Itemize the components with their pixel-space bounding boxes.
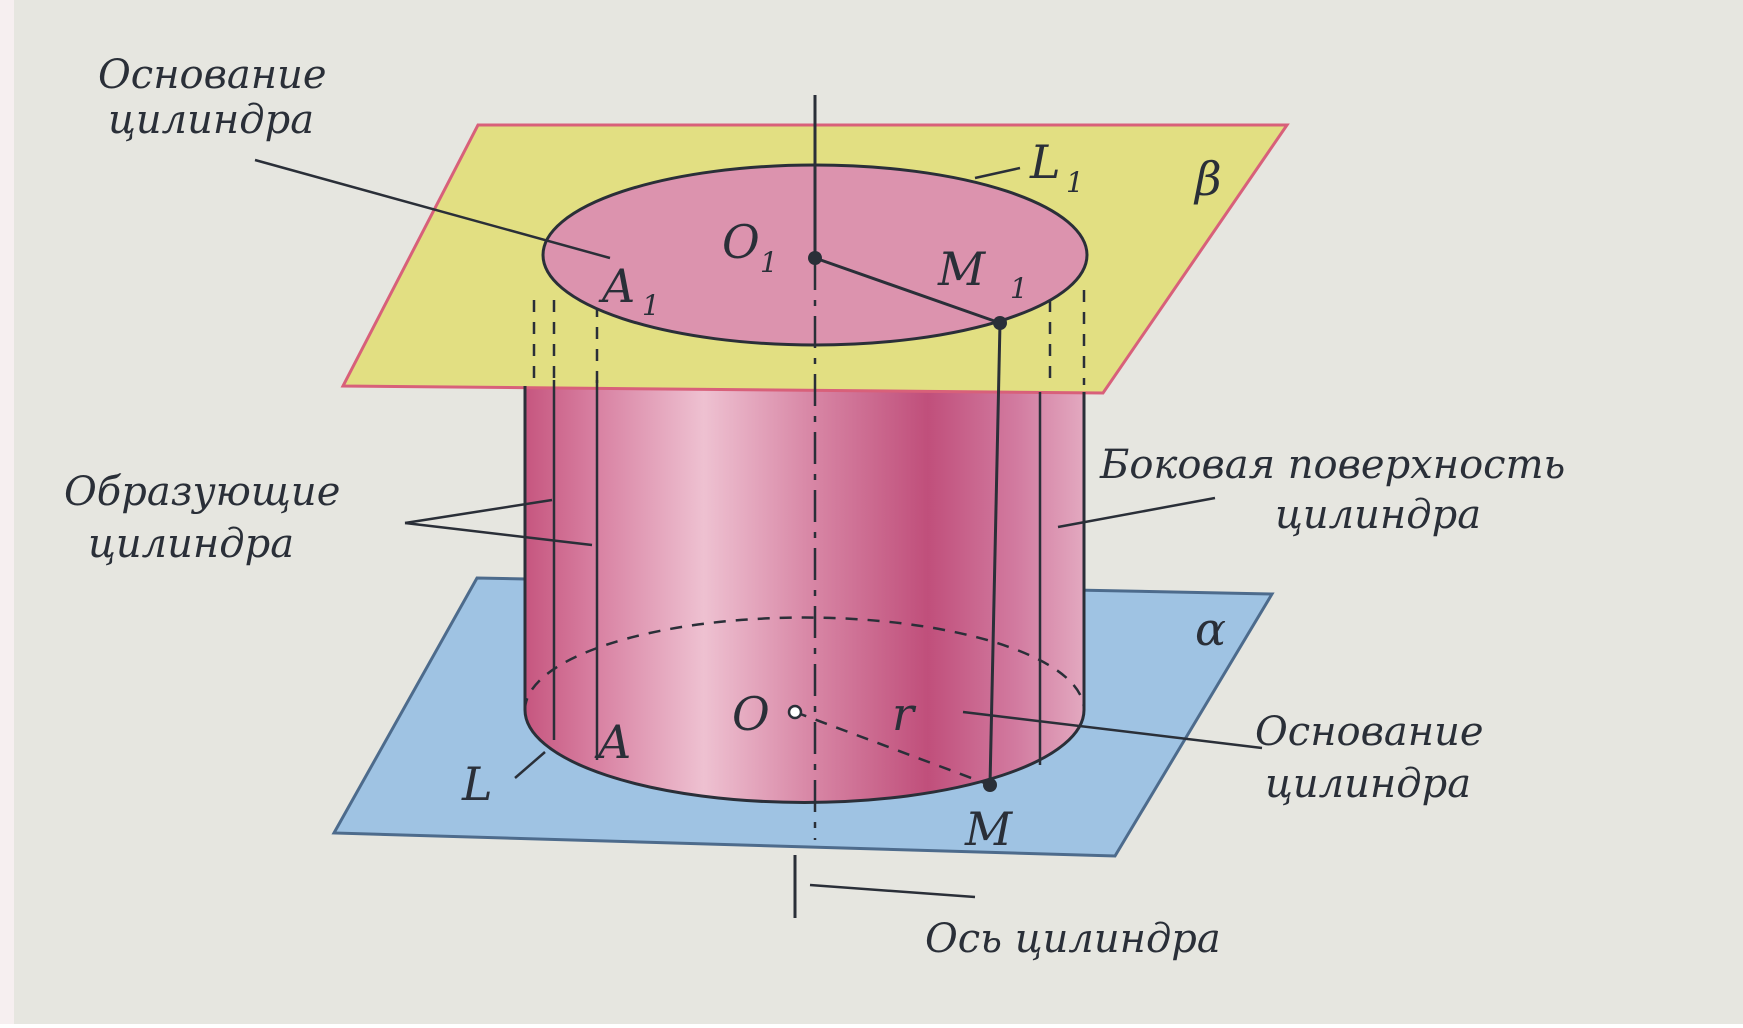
point-m-dot bbox=[983, 778, 997, 792]
label-m: M bbox=[964, 802, 1014, 856]
caption-bottom-base-line1: Основание bbox=[1255, 709, 1484, 755]
leader-generator-2 bbox=[404, 521, 593, 547]
bottom-base-front-edge bbox=[523, 709, 1086, 804]
caption-generators-line1: Образующие bbox=[64, 469, 340, 515]
point-o1-dot bbox=[808, 251, 822, 265]
caption-axis: Ось цилиндра bbox=[925, 916, 1221, 962]
leader-l bbox=[514, 751, 546, 779]
label-m1-sub: 1 bbox=[1010, 272, 1028, 305]
label-beta: β bbox=[1193, 152, 1222, 206]
label-a1-sub: 1 bbox=[642, 289, 660, 322]
leader-l1 bbox=[974, 166, 1021, 180]
caption-lateral-line1: Боковая поверхность bbox=[1099, 442, 1565, 488]
label-o: O bbox=[732, 687, 770, 741]
leader-top-base bbox=[254, 158, 611, 260]
label-o1-sub: 1 bbox=[760, 246, 778, 279]
caption-lateral-line2: цилиндра bbox=[1275, 492, 1481, 538]
leader-bottom-base bbox=[962, 710, 1263, 750]
label-l1-sub: 1 bbox=[1066, 166, 1084, 199]
label-r: r bbox=[892, 687, 917, 741]
label-o1: O bbox=[722, 215, 760, 269]
caption-generators-line2: цилиндра bbox=[88, 521, 294, 567]
leader-lateral bbox=[1057, 496, 1216, 529]
label-a1: A bbox=[598, 259, 635, 313]
label-alpha: α bbox=[1195, 602, 1226, 656]
caption-bottom-base-line2: цилиндра bbox=[1265, 761, 1471, 807]
generator-mm1 bbox=[988, 322, 1002, 786]
label-m1: M bbox=[937, 242, 987, 296]
radius-o1-m1 bbox=[814, 256, 1001, 325]
caption-top-base-line1: Основание bbox=[98, 52, 327, 98]
leader-generator-1 bbox=[404, 498, 553, 525]
label-l: L bbox=[461, 757, 493, 811]
label-l1: L bbox=[1029, 135, 1061, 189]
label-a: A bbox=[594, 715, 631, 769]
left-margin-strip bbox=[0, 0, 14, 1024]
point-m1-dot bbox=[993, 316, 1007, 330]
caption-top-base-line2: цилиндра bbox=[108, 97, 314, 143]
point-o-dot bbox=[787, 704, 803, 720]
leader-axis bbox=[809, 883, 976, 899]
bottom-base-hidden-edge bbox=[523, 616, 1086, 711]
